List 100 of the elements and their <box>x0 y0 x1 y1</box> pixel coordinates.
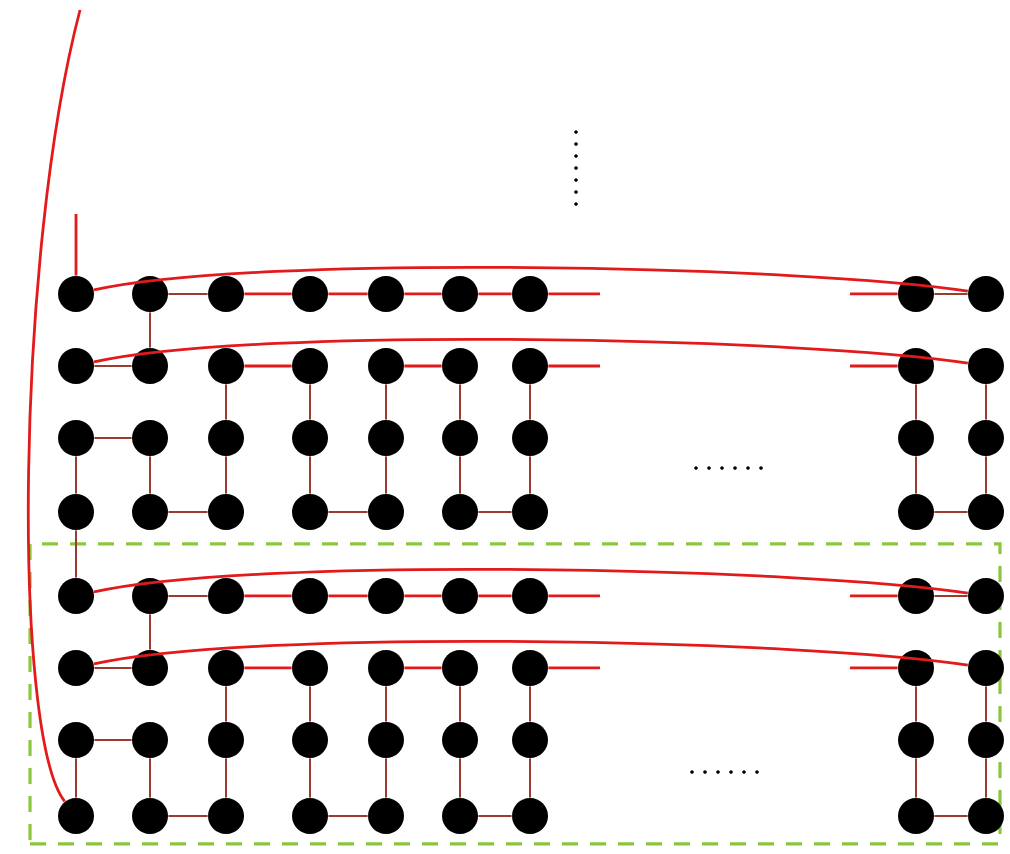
dot <box>512 649 548 686</box>
connector-line <box>385 757 387 799</box>
dot <box>898 797 934 834</box>
connector-line <box>149 757 151 799</box>
dot <box>58 577 94 614</box>
curved-line <box>93 266 968 293</box>
dot <box>512 493 548 530</box>
dot <box>132 348 168 384</box>
connector-line <box>548 666 600 670</box>
dot <box>512 577 548 614</box>
connector-line <box>149 311 151 349</box>
connector-line <box>225 685 227 723</box>
connector-line <box>985 455 987 495</box>
connector-line <box>328 292 368 296</box>
dot <box>442 797 478 834</box>
dot <box>512 797 548 834</box>
connector-line <box>478 292 512 296</box>
connector-line <box>850 292 898 296</box>
connector-line <box>74 213 78 276</box>
curved-line <box>93 640 968 667</box>
dot <box>968 419 1004 456</box>
connector-line <box>915 455 917 495</box>
dot <box>132 577 168 614</box>
connector-line <box>985 685 987 723</box>
dot <box>208 348 244 384</box>
dot <box>58 493 94 530</box>
connector-line <box>529 757 531 799</box>
dot <box>898 493 934 530</box>
dot <box>898 577 934 614</box>
connector-line <box>75 757 77 799</box>
dot <box>292 276 328 312</box>
connector-line <box>244 594 292 598</box>
dot <box>368 577 404 614</box>
dot <box>442 721 478 758</box>
connector-line <box>459 757 461 799</box>
dot <box>442 649 478 686</box>
connector-line <box>309 455 311 495</box>
connector-line <box>915 757 917 799</box>
connector-line <box>149 455 151 495</box>
dot <box>898 649 934 686</box>
connector-line <box>385 685 387 723</box>
connector-line <box>548 364 600 368</box>
connector-line <box>385 383 387 421</box>
connector-line <box>477 814 513 817</box>
connector-line <box>149 613 151 651</box>
connector-line <box>309 757 311 799</box>
dot <box>512 721 548 758</box>
curved-line <box>93 338 968 365</box>
dot <box>208 419 244 456</box>
connector-line <box>328 594 368 598</box>
dot <box>368 348 404 384</box>
dot <box>898 276 934 312</box>
connector-line <box>309 383 311 421</box>
dot <box>968 577 1004 614</box>
dot <box>368 649 404 686</box>
connector-line <box>404 364 442 368</box>
connector-line <box>167 510 209 513</box>
connector-line <box>93 437 133 439</box>
connector-line <box>459 455 461 495</box>
dot <box>968 348 1004 384</box>
dot <box>58 419 94 456</box>
dot <box>208 493 244 530</box>
dot <box>208 721 244 758</box>
connector-line <box>985 757 987 799</box>
dot <box>58 649 94 686</box>
connector-line <box>93 738 133 741</box>
dot <box>132 276 168 312</box>
connector-line <box>167 594 209 597</box>
connector-line <box>477 510 513 513</box>
dot <box>368 797 404 834</box>
dot <box>292 493 328 530</box>
connector-line <box>850 594 898 598</box>
dot <box>368 493 404 530</box>
connector-line <box>404 666 442 670</box>
connector-line <box>850 364 898 368</box>
dot <box>898 348 934 384</box>
dot <box>368 721 404 758</box>
connector-line <box>93 666 133 669</box>
connector-line <box>459 685 461 723</box>
dot <box>442 348 478 384</box>
connector-line <box>225 455 227 495</box>
dot <box>58 797 94 834</box>
dot <box>512 276 548 312</box>
dot <box>208 276 244 312</box>
connector-line <box>933 594 969 597</box>
connector-line <box>985 383 987 421</box>
connector-line <box>478 594 512 598</box>
connector-line <box>309 685 311 723</box>
connector-line <box>529 455 531 495</box>
dot <box>292 649 328 686</box>
connector-line <box>244 364 292 368</box>
connector-line <box>529 685 531 723</box>
connector-line <box>529 383 531 421</box>
dot <box>292 348 328 384</box>
connector-line <box>548 292 600 296</box>
curved-line <box>27 9 82 803</box>
connector-line <box>459 383 461 421</box>
dot <box>442 577 478 614</box>
dot <box>58 276 94 312</box>
dot <box>292 721 328 758</box>
